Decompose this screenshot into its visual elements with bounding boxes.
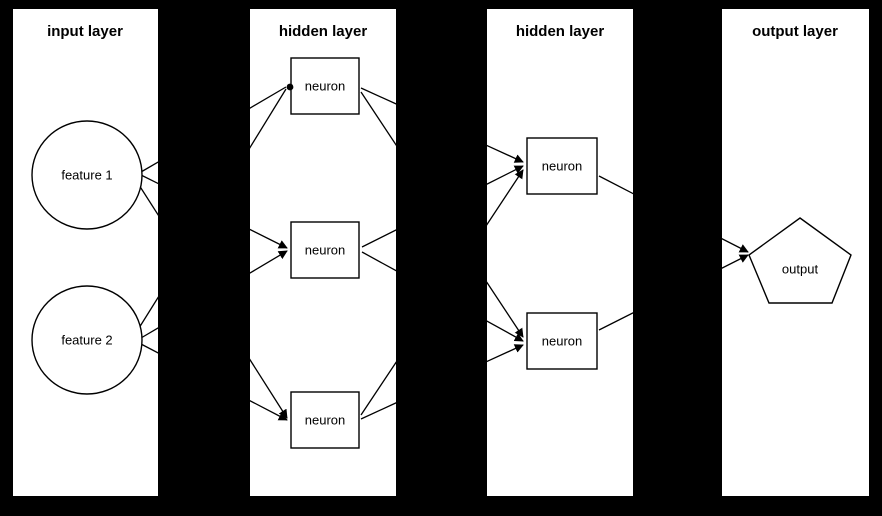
node-h1-neuron-3[interactable]: neuron <box>290 391 360 449</box>
edge-h2n1-out <box>598 175 633 195</box>
node-h1-neuron-2[interactable]: neuron <box>290 221 360 279</box>
connection-dot-icon <box>286 83 294 91</box>
edge-h1n3-h2n2 <box>360 402 396 420</box>
layer-panel-hidden-2: hidden layer neuron neuron <box>487 9 633 496</box>
output-pentagon[interactable] <box>748 217 852 304</box>
edge-in-h1n3-b <box>250 400 288 421</box>
hidden-layer-2-edges <box>487 144 633 363</box>
node-feature-2[interactable]: feature 2 <box>31 285 143 395</box>
edge-h1n1-h2n1 <box>360 87 396 105</box>
edge-h1n1-h2n2 <box>360 91 396 146</box>
edge-in-h1n3-a <box>250 358 288 419</box>
edge-out-b <box>722 254 749 269</box>
layer-panel-output: output layer output <box>722 9 869 496</box>
feature-2-label: feature 2 <box>61 332 112 347</box>
edge-h1n3-h2n1 <box>360 361 396 416</box>
h2-neuron-2-label: neuron <box>542 333 582 348</box>
edge-out-a <box>722 238 749 253</box>
node-feature-1[interactable]: feature 1 <box>31 120 143 230</box>
hidden-layer-2-title: hidden layer <box>516 23 605 40</box>
edge-h1n2-h2n1 <box>361 229 396 248</box>
output-layer-title: output layer <box>752 23 838 40</box>
feature-2-circle[interactable] <box>31 285 143 395</box>
edge-h2n2-in-a <box>487 281 524 338</box>
layer-panel-hidden-1: hidden layer neuron <box>250 9 396 496</box>
h1-neuron-2-label: neuron <box>305 242 345 257</box>
node-h1-neuron-1[interactable]: neuron <box>290 57 360 115</box>
input-layer-title: input layer <box>47 23 123 40</box>
edge-h2n2-in-b <box>487 320 524 342</box>
h1-neuron-3-label: neuron <box>305 412 345 427</box>
hidden-layer-1-edges <box>250 86 396 421</box>
hidden-layer-1-title: hidden layer <box>279 23 368 40</box>
edge-h2n1-in-a <box>487 144 524 163</box>
h2-neuron-1-label: neuron <box>542 158 582 173</box>
node-output[interactable]: output <box>748 217 852 304</box>
output-layer-edges <box>722 238 749 269</box>
feature-1-label: feature 1 <box>61 167 112 182</box>
h2-neuron-2-box[interactable] <box>526 312 598 370</box>
input-layer-panel <box>13 9 158 496</box>
h1-neuron-2-box[interactable] <box>290 221 360 279</box>
layer-panel-input: input layer feature 1 feature 2 <box>13 9 158 496</box>
h1-neuron-1-label: neuron <box>305 78 345 93</box>
edge-h2n1-in-c <box>487 169 524 226</box>
h1-neuron-3-box[interactable] <box>290 391 360 449</box>
edge-in-h1n1-a <box>250 86 287 109</box>
edge-h2n2-in-c <box>487 344 524 363</box>
edge-h2n2-out <box>598 312 633 331</box>
edge-h2n1-in-b <box>487 165 524 185</box>
hidden-layer-2-panel <box>487 9 633 496</box>
node-h2-neuron-1[interactable]: neuron <box>526 137 598 195</box>
h2-neuron-1-box[interactable] <box>526 137 598 195</box>
output-label: output <box>782 261 819 276</box>
node-h2-neuron-2[interactable]: neuron <box>526 312 598 370</box>
edge-in-h1n2-b <box>250 250 288 274</box>
edge-in-h1n2-a <box>250 228 288 249</box>
edge-h1n2-h2n2 <box>361 251 396 272</box>
feature-1-circle[interactable] <box>31 120 143 230</box>
edge-in-h1n1-b <box>250 88 287 149</box>
